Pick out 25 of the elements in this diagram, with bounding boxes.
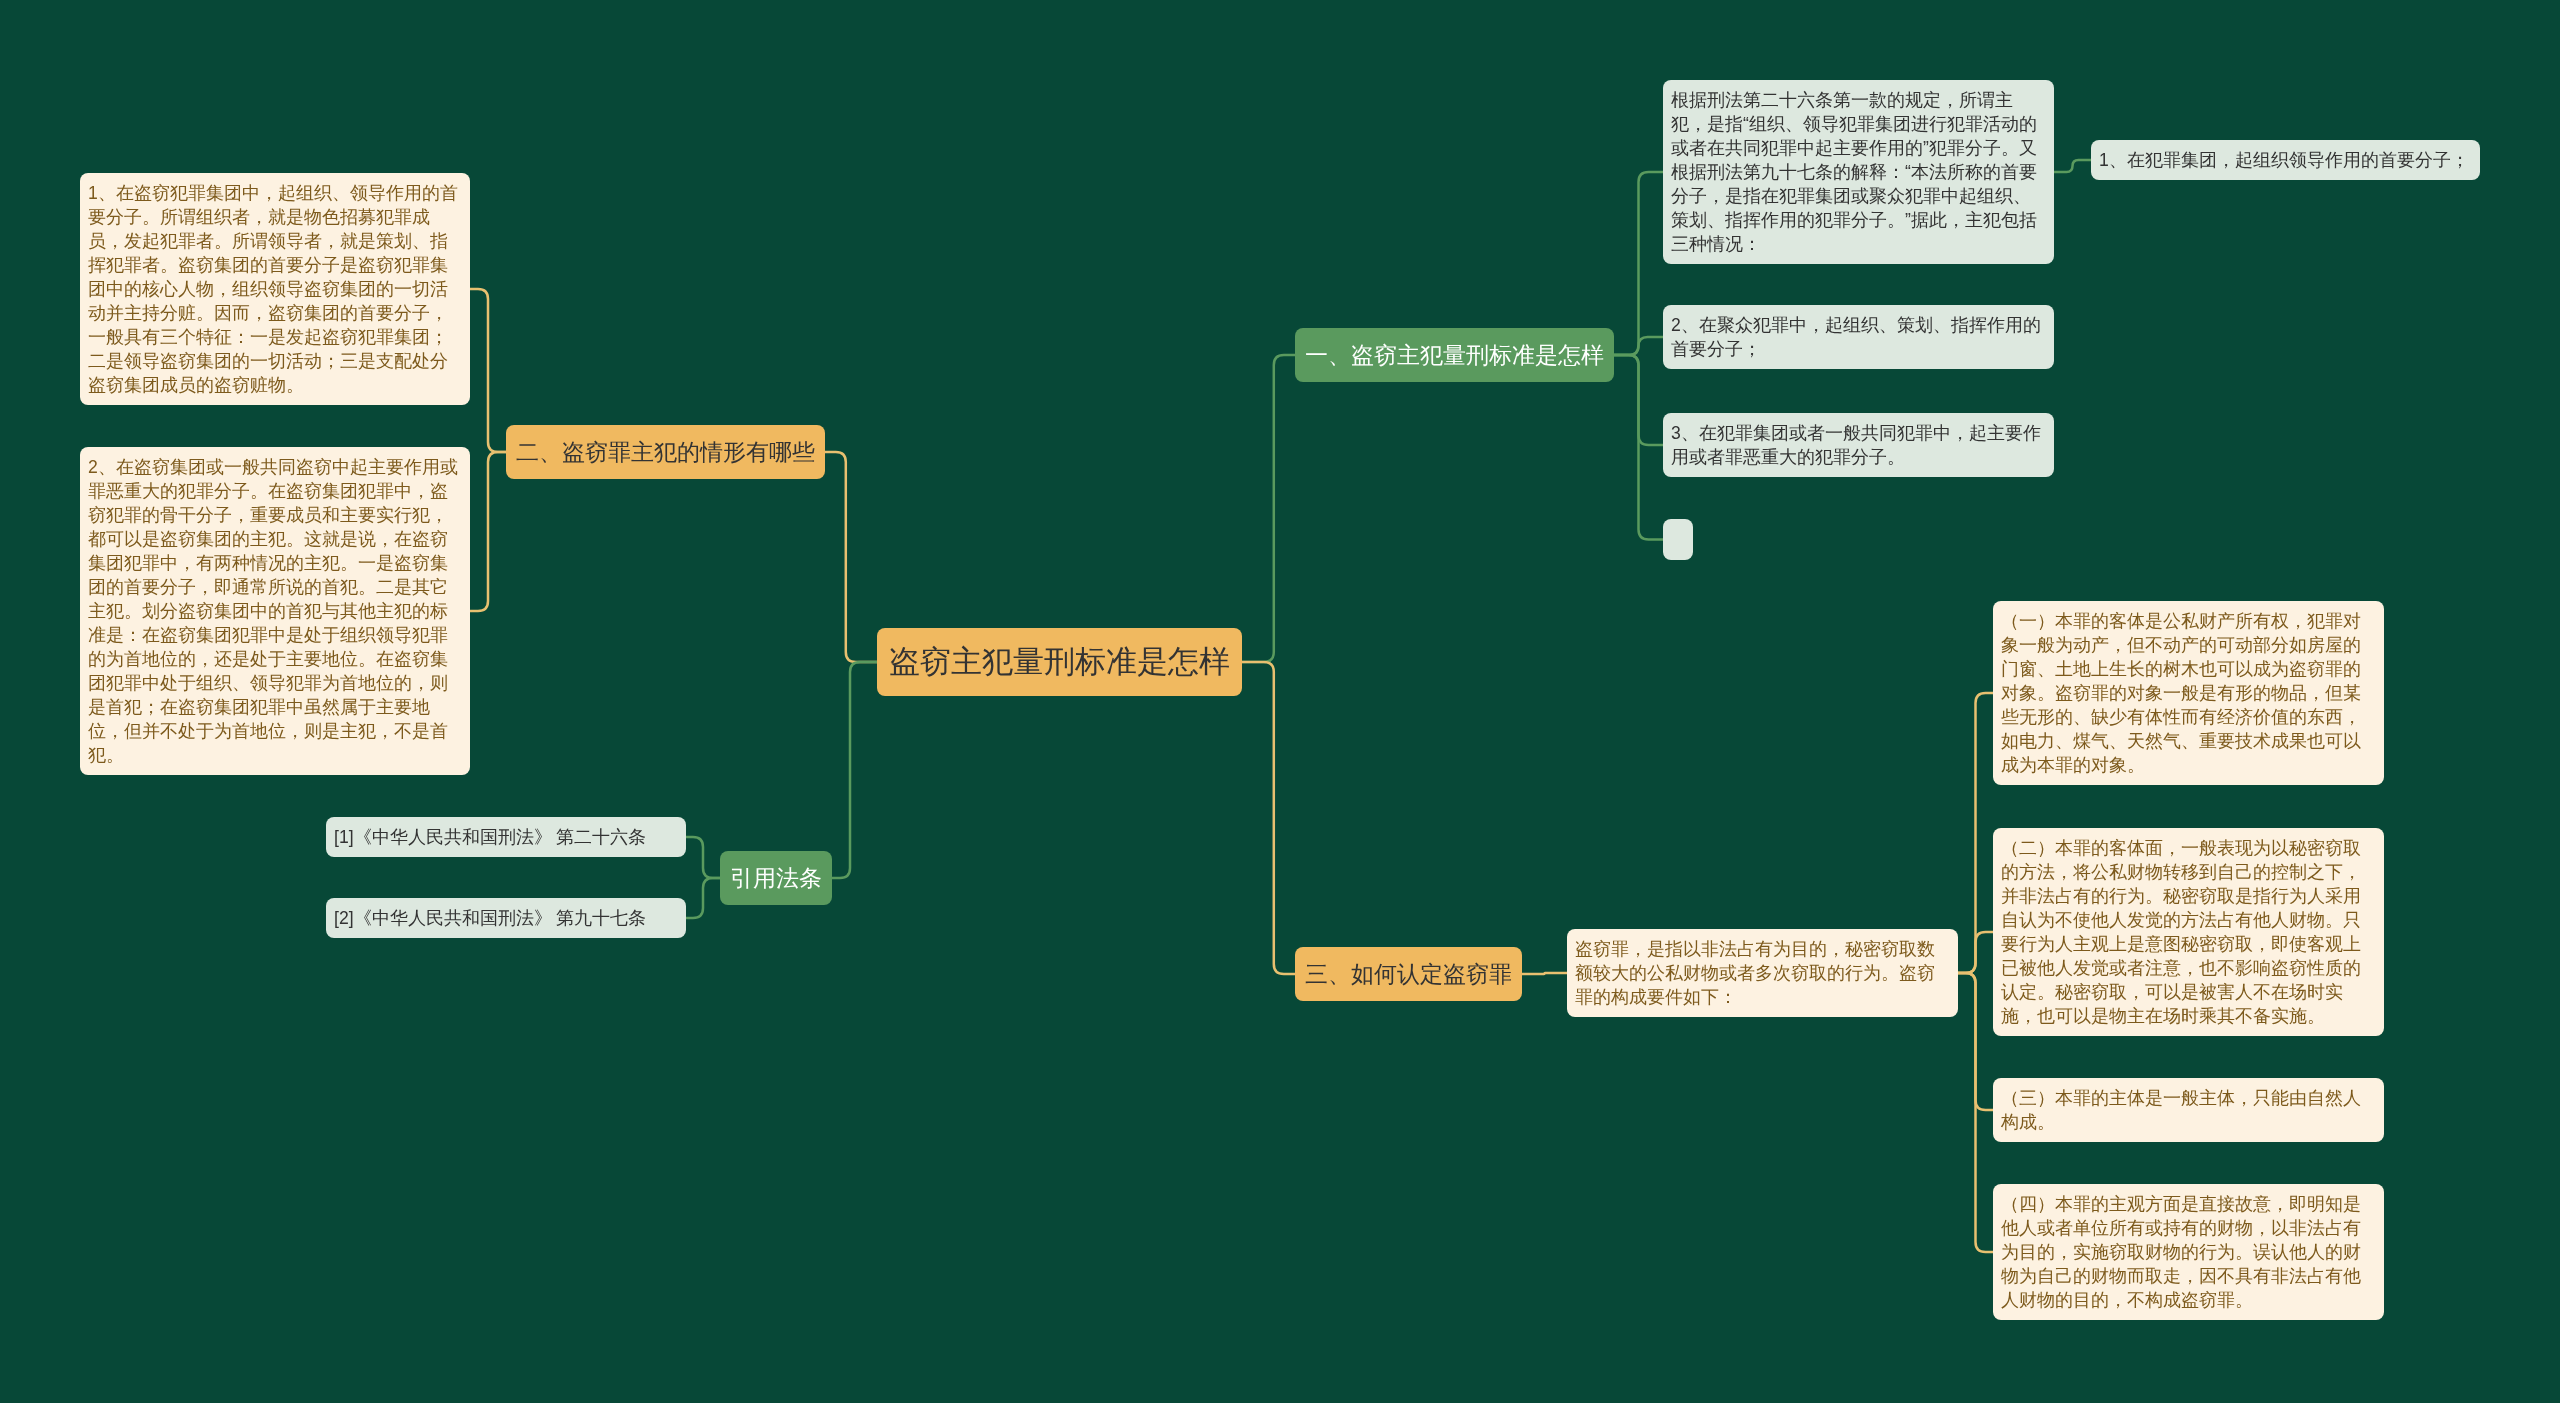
root-topic-box: 盗窃主犯量刑标准是怎样 xyxy=(877,628,1242,696)
connector xyxy=(686,876,720,920)
connector xyxy=(2054,158,2091,174)
text-card: 3、在犯罪集团或者一般共同犯罪中，起主要作用或者罪恶重大的犯罪分子。 xyxy=(1663,413,2054,477)
text-card: （一）本罪的客体是公私财产所有权，犯罪对象一般为动产，但不动产的可动部分如房屋的门窗、土地上生长的树木也可以成为盗窃罪的对象。盗窃罪的对象一般是有形的物品，但某些无形的、缺少有体性而有经济价值的东西，如电力、煤气、天然气、重要技术成果也可以成为本罪的对象。 xyxy=(1993,601,2384,785)
text-card: 盗窃罪，是指以非法占有为目的，秘密窃取数额较大的公私财物或者多次窃取的行为。盗窃罪的构成要件如下： xyxy=(1567,929,1958,1017)
text-card: （四）本罪的主观方面是直接故意，即明知是他人或者单位所有或持有的财物，以非法占有为目的，实施窃取财物的行为。误认他人的财物为自己的财物而取走，因不具有非法占有他人财物的目的，不构成盗窃罪。 xyxy=(1993,1184,2384,1320)
branch-topic-box: 三、如何认定盗窃罪 xyxy=(1295,947,1522,1001)
text-card: 1、在犯罪集团，起组织领导作用的首要分子； xyxy=(2091,140,2480,180)
text-card: 2、在盗窃集团或一般共同盗窃中起主要作用或罪恶重大的犯罪分子。在盗窃集团犯罪中，盗窃犯罪的骨干分子，重要成员和主要实行犯，都可以是盗窃集团的主犯。这就是说，在盗窃集团犯罪中，有两种情况的主犯。一是盗窃集团的首要分子，即通常所说的首犯。二是其它主犯。划分盗窃集团中的首犯与其他主犯的标准是：在盗窃集团犯罪中是处于组织领导犯罪的为首地位的，还是处于主要地位。在盗窃集团犯罪中处于组织、领导犯罪为首地位的，则是首犯；在盗窃集团犯罪中虽然属于主要地位，但并不处于为首地位，则是主犯，不是首犯。 xyxy=(80,447,470,775)
text-card: 根据刑法第二十六条第一款的规定，所谓主犯，是指“组织、领导犯罪集团进行犯罪活动的或者在共同犯罪中起主要作用的”犯罪分子。又根据刑法第九十七条的解释：“本法所称的首要分子，是指在犯罪集团或聚众犯罪中起组织、策划、指挥作用的犯罪分子。”据此，主犯包括三种情况： xyxy=(1663,80,2054,264)
text-card: （二）本罪的客体面，一般表现为以秘密窃取的方法，将公私财物转移到自己的控制之下，并非法占有的行为。秘密窃取是指行为人采用自认为不使他人发觉的方法占有他人财物。只要行为人主观上是意图秘密窃取，即使客观上已被他人发觉或者注意，也不影响盗窃性质的认定。秘密窃取，可以是被害人不在场时实施，也可以是物主在场时乘其不备实施。 xyxy=(1993,828,2384,1036)
text-card: [2]《中华人民共和国刑法》 第九十七条 xyxy=(326,898,686,938)
empty-box xyxy=(1663,519,1693,560)
branch-topic-box: 二、盗窃罪主犯的情形有哪些 xyxy=(506,425,825,479)
text-card: [1]《中华人民共和国刑法》 第二十六条 xyxy=(326,817,686,857)
branch-topic-box: 引用法条 xyxy=(720,851,832,905)
branch-topic-box: 一、盗窃主犯量刑标准是怎样 xyxy=(1295,328,1614,382)
connector xyxy=(1242,660,1295,976)
connector xyxy=(832,660,877,880)
connector xyxy=(1522,971,1567,976)
text-card: （三）本罪的主体是一般主体，只能由自然人构成。 xyxy=(1993,1078,2384,1142)
text-card: 2、在聚众犯罪中，起组织、策划、指挥作用的首要分子； xyxy=(1663,305,2054,369)
text-card: 1、在盗窃犯罪集团中，起组织、领导作用的首要分子。所谓组织者，就是物色招募犯罪成员，发起犯罪者。所谓领导者，就是策划、指挥犯罪者。盗窃集团的首要分子是盗窃犯罪集团中的核心人物，组织领导盗窃集团的一切活动并主持分赃。因而，盗窃集团的首要分子，一般具有三个特征：一是发起盗窃犯罪集团；二是领导盗窃集团的一切活动；三是支配处分盗窃集团成员的盗窃赃物。 xyxy=(80,173,470,405)
connector xyxy=(470,450,506,613)
